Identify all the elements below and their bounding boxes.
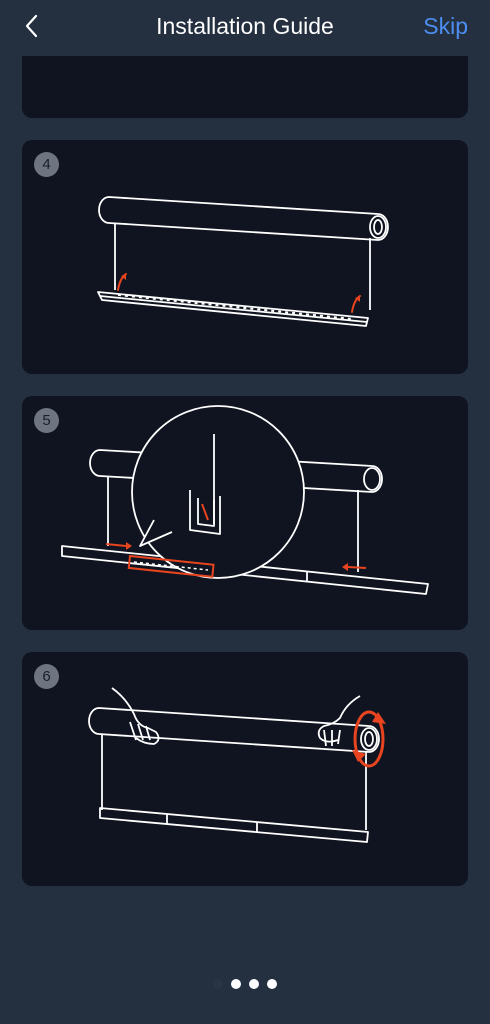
step-6-illustration [88,687,386,843]
step-4-illustration [97,196,389,327]
page-dot-2[interactable] [231,979,241,989]
page-title: Installation Guide [156,13,334,39]
chevron-left-icon [25,14,38,38]
top-bar: Installation Guide Skip [0,0,490,56]
back-button[interactable] [20,12,46,40]
step-number-badge: 4 [34,152,59,177]
step-number-badge: 6 [34,664,59,689]
step-card-6: 6 [22,652,468,886]
page-dot-3[interactable] [249,979,259,989]
step-card-5: 5 [22,396,468,630]
pagination-dots [0,976,490,990]
skip-button[interactable]: Skip [423,13,468,39]
step-card-4: 4 [22,140,468,374]
step-5-illustration [61,405,429,595]
step-number-badge: 5 [34,408,59,433]
page-dot-1[interactable] [213,979,223,989]
page-dot-4[interactable] [267,979,277,989]
